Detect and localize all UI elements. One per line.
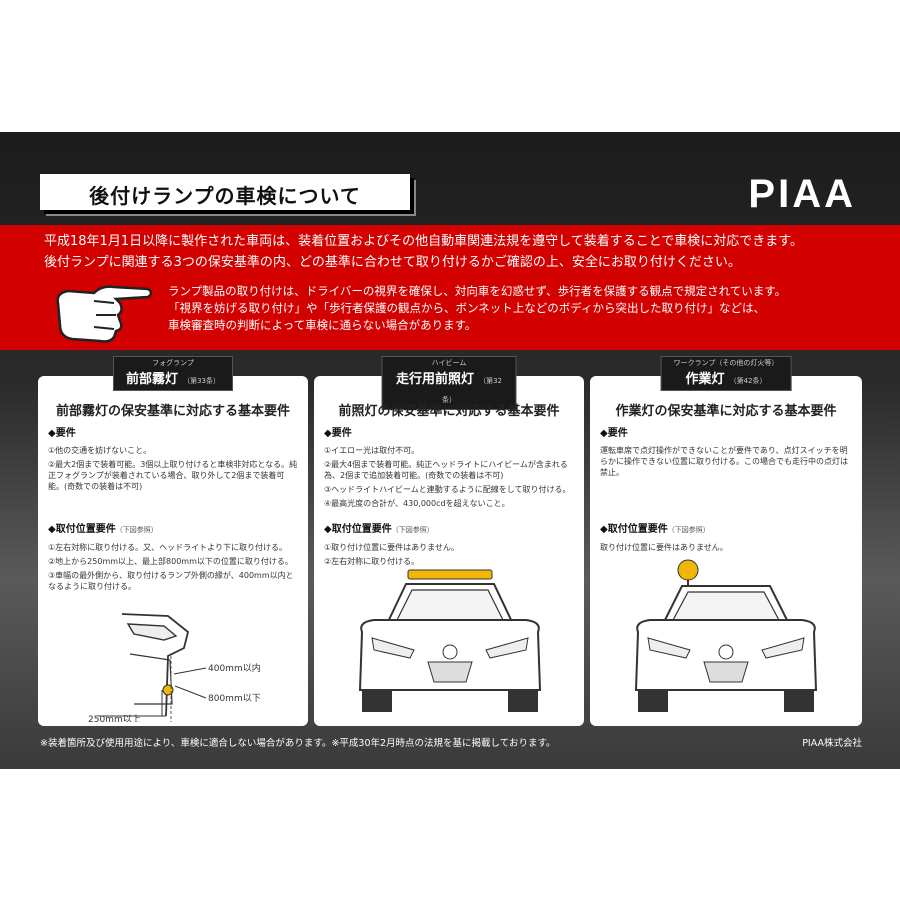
card-ref: （第33条）: [183, 377, 221, 385]
card-heading: 作業灯の保安基準に対応する基本要件: [615, 404, 837, 419]
requirement-item: ①イエロー光は取付不可。: [324, 446, 420, 455]
intro-line: 後付ランプに関連する3つの保安基準の内、どの基準に合わせて取り付けるかご確認の上…: [44, 255, 741, 270]
card-fog-lamp: フォグランプ 前部霧灯 （第33条） 前部霧灯の保安基準に対応する基本要件 ◆要…: [38, 356, 308, 726]
card-ruby: ワークランプ（その他の灯火等）: [673, 359, 779, 367]
card-ref: （第32条）: [442, 377, 503, 404]
requirement-item: ②最大2個まで装着可能。3個以上取り付けると車検非対応となる。純正フォグランプが…: [48, 460, 298, 491]
card-ref: （第42条）: [729, 377, 767, 385]
card-work-lamp: ワークランプ（その他の灯火等） 作業灯 （第42条） 作業灯の保安基準に対応する…: [590, 356, 862, 726]
notice-line: 車検審査時の判断によって車検に通らない場合があります。: [168, 318, 477, 332]
section-note: （下図参照）: [667, 526, 710, 534]
section-title: ◆要件: [600, 428, 628, 439]
notice-line: 「視界を妨げる取り付け」や「歩行者保護の観点から、ボンネット上などのボディから突…: [168, 301, 765, 315]
title-box: 後付けランプの車検について: [40, 174, 410, 210]
red-banner: 平成18年1月1日以降に製作された車両は、装着位置およびその他自動車関連法規を遵…: [0, 225, 900, 350]
page-title: 後付けランプの車検について: [89, 184, 361, 208]
position-requirements: ◆取付位置要件（下図参照） ①取り付け位置に要件はありません。 ②左右対称に取り…: [324, 524, 576, 570]
card-name: 作業灯: [685, 372, 725, 387]
section-title: ◆取付位置要件（下図参照）: [48, 524, 158, 535]
requirement-item: ③ヘッドライトハイビームと連動するように配線をして取り付ける。: [324, 485, 571, 494]
requirement-item: ④最高光度の合計が、430,000cdを超えないこと。: [324, 499, 510, 508]
card-ruby: ハイビーム: [431, 359, 467, 367]
requirement-item: 運転車席で点灯操作ができないことが要件であり、点灯スイッチを明らかに操作できない…: [600, 446, 848, 477]
footer-note: ※装着箇所及び使用用途により、車検に適合しない場合があります。※平成30年2月時…: [40, 738, 556, 749]
footer-company: PIAA株式会社: [802, 738, 862, 749]
section-note: （下図参照）: [391, 526, 434, 534]
requirement-item: ②最大4個まで装着可能。純正ヘッドライトにハイビームが含まれる為、2個まで追加装…: [324, 460, 568, 480]
position-item: ①左右対称に取り付ける。又、ヘッドライトより下に取り付ける。: [48, 543, 288, 552]
requirements: ◆要件 運転車席で点灯操作ができないことが要件であり、点灯スイッチを明らかに操作…: [600, 428, 854, 481]
info-sheet: 後付けランプの車検について PIAA 平成18年1月1日以降に製作された車両は、…: [0, 132, 900, 769]
position-requirements: ◆取付位置要件（下図参照） 取り付け位置に要件はありません。: [600, 524, 854, 556]
section-note: （下図参照）: [115, 526, 158, 534]
card-heading: 前照灯の保安基準に対応する基本要件: [338, 404, 560, 419]
card-tab: ハイビーム 走行用前照灯 （第32条）: [381, 356, 517, 410]
card-high-beam: ハイビーム 走行用前照灯 （第32条） 前照灯の保安基準に対応する基本要件 ◆要…: [314, 356, 584, 726]
notice-line: ランプ製品の取り付けは、ドライバーの視界を確保し、対向車を幻惑せず、歩行者を保護…: [168, 284, 787, 298]
car-with-work-lamp-diagram: [634, 559, 818, 712]
position-item: 取り付け位置に要件はありません。: [600, 543, 728, 552]
position-item: ②左右対称に取り付ける。: [324, 557, 420, 566]
card-tab: ワークランプ（その他の灯火等） 作業灯 （第42条）: [660, 356, 792, 391]
car-with-light-bar-diagram: [358, 569, 542, 712]
intro-text: 平成18年1月1日以降に製作された車両は、装着位置およびその他自動車関連法規を遵…: [44, 231, 874, 273]
pointing-hand-icon: [56, 285, 153, 343]
dim-800: 800mm以下: [208, 694, 261, 704]
card-ruby: フォグランプ: [152, 359, 194, 367]
section-title: ◆取付位置要件（下図参照）: [324, 524, 434, 535]
dim-400: 400mm以内: [208, 662, 261, 674]
card-tab: フォグランプ 前部霧灯 （第33条）: [112, 356, 234, 391]
section-title: ◆取付位置要件（下図参照）: [600, 524, 710, 535]
section-title: ◆要件: [324, 428, 352, 439]
requirements: ◆要件 ①他の交通を妨げないこと。 ②最大2個まで装着可能。3個以上取り付けると…: [48, 428, 300, 495]
requirements: ◆要件 ①イエロー光は取付不可。 ②最大4個まで装着可能。純正ヘッドライトにハイ…: [324, 428, 576, 512]
position-requirements: ◆取付位置要件（下図参照） ①左右対称に取り付ける。又、ヘッドライトより下に取り…: [48, 524, 300, 595]
requirement-item: ①他の交通を妨げないこと。: [48, 446, 152, 455]
card-heading: 前部霧灯の保安基準に対応する基本要件: [55, 404, 290, 419]
brand-logo: PIAA: [748, 172, 856, 216]
card-name: 前部霧灯: [125, 372, 178, 387]
notice-text: ランプ製品の取り付けは、ドライバーの視界を確保し、対向車を幻惑せず、歩行者を保護…: [168, 283, 868, 334]
position-item: ②地上から250mm以上、最上部800mm以下の位置に取り付ける。: [48, 557, 293, 566]
position-item: ③車幅の最外側から、取り付けるランプ外側の縁が、400mm以内となるように取り付…: [48, 571, 294, 591]
card-name: 走行用前照灯: [395, 372, 474, 387]
dim-250: 250mm以上: [88, 714, 141, 722]
fog-lamp-diagram: 400mm以内 800mm以下 250mm以上: [88, 613, 261, 722]
section-title: ◆要件: [48, 428, 76, 439]
position-item: ①取り付け位置に要件はありません。: [324, 543, 459, 552]
intro-line: 平成18年1月1日以降に製作された車両は、装着位置およびその他自動車関連法規を遵…: [44, 234, 804, 249]
